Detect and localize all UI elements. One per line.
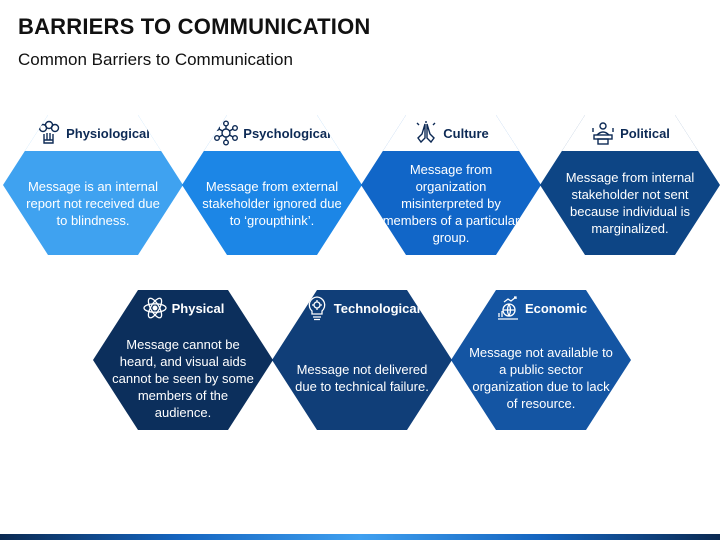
page-subtitle: Common Barriers to Communication — [18, 50, 293, 69]
hex-text: Message from external stakeholder ignore… — [202, 178, 342, 228]
globe-chart-icon — [495, 295, 521, 321]
barrier-hex-psychological: Psychological Message from external stak… — [182, 115, 362, 255]
barrier-hex-physiological: Physiological Message is an internal rep… — [3, 115, 183, 255]
hex-label: Physical — [171, 300, 225, 316]
hex-text: Message is an internal report not receiv… — [26, 178, 160, 228]
hex-text: Message from internal stakeholder not se… — [565, 170, 695, 236]
brain-hand-icon — [36, 120, 62, 146]
lightbulb-gear-icon — [304, 295, 330, 321]
podium-speaker-icon — [590, 120, 616, 146]
barrier-hex-culture: Culture Message from organization misint… — [361, 115, 541, 255]
hex-text: Message not available to a public sector… — [469, 345, 613, 411]
barrier-hex-physical: Physical Message cannot be heard, and vi… — [93, 290, 273, 430]
hex-header: Psychological — [182, 115, 362, 151]
hex-label: Psychological — [243, 125, 331, 141]
hex-text: Message cannot be heard, and visual aids… — [112, 336, 254, 420]
hex-label: Political — [620, 125, 670, 141]
hex-header: Political — [540, 115, 720, 151]
network-people-icon — [213, 120, 239, 146]
hex-text: Message from organization misinterpreted… — [382, 161, 520, 245]
hex-text: Message not delivered due to technical f… — [295, 362, 429, 394]
atom-icon — [142, 295, 168, 321]
barrier-hex-political: Political Message from internal stakehol… — [540, 115, 720, 255]
hex-header: Technological — [272, 290, 452, 326]
hex-label: Technological — [333, 300, 421, 316]
praying-hands-icon — [413, 120, 439, 146]
hex-label: Culture — [443, 125, 489, 141]
hex-label: Physiological — [66, 125, 150, 141]
barrier-hex-economic: Economic Message not available to a publ… — [451, 290, 631, 430]
hex-header: Physical — [93, 290, 273, 326]
barrier-hex-technological: Technological Message not delivered due … — [272, 290, 452, 430]
hex-header: Physiological — [3, 115, 183, 151]
hex-label: Economic — [524, 300, 588, 316]
hex-header: Culture — [361, 115, 541, 151]
hex-header: Economic — [451, 290, 631, 326]
footer-accent-bar — [0, 534, 720, 540]
page-title: BARRIERS TO COMMUNICATION — [18, 14, 371, 39]
